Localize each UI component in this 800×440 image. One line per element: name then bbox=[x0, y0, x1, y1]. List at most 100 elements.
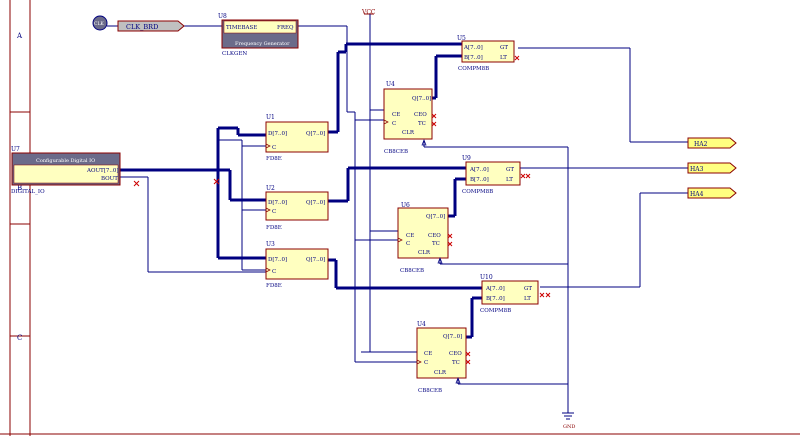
svg-text:HA2: HA2 bbox=[694, 141, 708, 148]
bus-wires bbox=[120, 42, 482, 339]
svg-text:HA3: HA3 bbox=[690, 166, 704, 173]
port-arrow-icon bbox=[687, 187, 737, 199]
register-u2[interactable]: U2 D[7..0] Q[7..0] C FD8E bbox=[265, 185, 329, 231]
svg-text:CEO: CEO bbox=[449, 351, 462, 357]
svg-text:TC: TC bbox=[418, 121, 426, 127]
svg-text:U4: U4 bbox=[417, 321, 426, 328]
zone-label-b: B bbox=[17, 184, 22, 192]
svg-text:Q[7..0]: Q[7..0] bbox=[443, 334, 462, 340]
port-arrow-icon bbox=[687, 162, 737, 174]
svg-text:FD8E: FD8E bbox=[266, 225, 282, 231]
svg-text:Q[7..0]: Q[7..0] bbox=[426, 214, 445, 220]
counter-u4-top[interactable]: U4 Q[7..0] CE C CLR CEO TC CB8CEB bbox=[383, 81, 433, 155]
svg-text:CE: CE bbox=[406, 233, 414, 239]
svg-text:C: C bbox=[392, 121, 396, 127]
u7-designator: U7 bbox=[11, 146, 20, 153]
svg-text:FD8E: FD8E bbox=[266, 156, 282, 162]
svg-text:B[7..0]: B[7..0] bbox=[464, 55, 483, 61]
svg-text:LT: LT bbox=[500, 55, 507, 61]
svg-text:GT: GT bbox=[506, 167, 514, 173]
zone-label-a: A bbox=[16, 32, 23, 40]
svg-text:COMPM8B: COMPM8B bbox=[458, 66, 489, 72]
svg-text:U1: U1 bbox=[266, 114, 275, 121]
svg-text:U4: U4 bbox=[386, 81, 395, 88]
svg-text:CLR: CLR bbox=[434, 370, 447, 376]
u8-type: CLKGEN bbox=[222, 51, 247, 57]
svg-text:CEO: CEO bbox=[414, 112, 427, 118]
u8-caption: Frequency Generator bbox=[235, 41, 290, 47]
u7-caption: Configurable Digital IO bbox=[36, 158, 95, 164]
u8-pin-timebase: TIMEBASE bbox=[226, 25, 257, 31]
comparator-u9[interactable]: U9 A[7..0] B[7..0] GT LT COMPM8B bbox=[462, 155, 521, 195]
svg-text:Q[7..0]: Q[7..0] bbox=[412, 96, 431, 102]
gnd-label: GND bbox=[563, 424, 575, 430]
comparator-u10[interactable]: U10 A[7..0] B[7..0] GT LT COMPM8B bbox=[480, 274, 539, 314]
svg-text:Q[7..0]: Q[7..0] bbox=[306, 257, 325, 263]
svg-text:CLR: CLR bbox=[402, 130, 415, 136]
net-port-ha4[interactable]: HA4 bbox=[687, 187, 737, 199]
svg-text:U2: U2 bbox=[266, 185, 275, 192]
register-u1[interactable]: U1 D[7..0] Q[7..0] C FD8E bbox=[265, 114, 329, 162]
register-u3[interactable]: U3 D[7..0] Q[7..0] C FD8E bbox=[265, 241, 329, 289]
svg-text:CB8CEB: CB8CEB bbox=[418, 388, 442, 394]
svg-text:C: C bbox=[272, 269, 276, 275]
svg-text:COMPM8B: COMPM8B bbox=[462, 189, 493, 195]
svg-text:GT: GT bbox=[524, 286, 532, 292]
clock-icon bbox=[92, 15, 108, 31]
vcc-power-port[interactable]: VCC bbox=[361, 9, 376, 16]
svg-text:C: C bbox=[272, 209, 276, 215]
svg-text:D[7..0]: D[7..0] bbox=[268, 131, 287, 137]
svg-text:COMPM8B: COMPM8B bbox=[480, 308, 511, 314]
svg-text:A[7..0]: A[7..0] bbox=[463, 45, 483, 51]
comparator-u5[interactable]: U5 A[7..0] B[7..0] GT LT COMPM8B bbox=[457, 35, 515, 72]
svg-text:HA4: HA4 bbox=[690, 191, 704, 198]
svg-text:CEO: CEO bbox=[428, 233, 441, 239]
svg-text:C: C bbox=[272, 145, 276, 151]
clk-port-label-box bbox=[117, 20, 185, 32]
svg-text:B[7..0]: B[7..0] bbox=[470, 177, 489, 183]
svg-text:FD8E: FD8E bbox=[266, 283, 282, 289]
no-connect-icon bbox=[133, 55, 551, 365]
svg-text:TC: TC bbox=[432, 241, 440, 247]
svg-text:B[7..0]: B[7..0] bbox=[486, 296, 505, 302]
svg-text:U5: U5 bbox=[457, 35, 466, 42]
u8-clkgen[interactable]: U8 TIMEBASE FREQ Frequency Generator CLK… bbox=[218, 13, 299, 57]
counter-u4-bottom[interactable]: U4 Q[7..0] CE C CLR CEO TC CB8CEB bbox=[416, 321, 467, 394]
svg-text:CB8CEB: CB8CEB bbox=[384, 149, 408, 155]
svg-text:GT: GT bbox=[500, 45, 508, 51]
u7-digital-io[interactable]: U7 Configurable Digital IO AOUT[7..0] BO… bbox=[11, 146, 121, 195]
svg-text:A[7..0]: A[7..0] bbox=[469, 167, 489, 173]
svg-text:U6: U6 bbox=[401, 202, 410, 209]
u7-pin-bout: BOUT bbox=[101, 176, 118, 182]
svg-text:CE: CE bbox=[392, 112, 400, 118]
svg-text:CE: CE bbox=[424, 351, 432, 357]
svg-text:U3: U3 bbox=[266, 241, 275, 248]
zone-label-c: C bbox=[17, 334, 22, 342]
clk-port-label: CLK_BRD bbox=[126, 23, 158, 31]
svg-text:LT: LT bbox=[524, 296, 531, 302]
svg-text:C: C bbox=[406, 241, 410, 247]
u8-designator: U8 bbox=[218, 13, 227, 20]
net-port-ha2[interactable]: HA2 bbox=[687, 137, 737, 149]
svg-text:CB8CEB: CB8CEB bbox=[400, 268, 424, 274]
svg-text:U10: U10 bbox=[480, 274, 493, 281]
svg-text:LT: LT bbox=[506, 177, 513, 183]
svg-text:TC: TC bbox=[452, 360, 460, 366]
svg-text:CLR: CLR bbox=[418, 250, 431, 256]
clk-source[interactable]: CLK CLK_BRD bbox=[92, 15, 185, 32]
svg-text:Q[7..0]: Q[7..0] bbox=[306, 131, 325, 137]
signal-wires bbox=[120, 14, 688, 413]
u7-type: DIGITAL_IO bbox=[11, 189, 45, 195]
net-port-ha3[interactable]: HA3 bbox=[687, 162, 737, 174]
svg-text:C: C bbox=[424, 360, 428, 366]
counter-u6[interactable]: U6 Q[7..0] CE C CLR CEO TC CB8CEB bbox=[397, 202, 449, 274]
port-arrow-icon bbox=[687, 137, 737, 149]
svg-text:A[7..0]: A[7..0] bbox=[485, 286, 505, 292]
svg-text:U9: U9 bbox=[462, 155, 471, 162]
clk-symbol-text: CLK bbox=[94, 21, 104, 27]
svg-text:D[7..0]: D[7..0] bbox=[268, 200, 287, 206]
svg-text:Q[7..0]: Q[7..0] bbox=[306, 200, 325, 206]
u8-pin-freq: FREQ bbox=[277, 25, 294, 31]
vcc-label: VCC bbox=[361, 9, 376, 16]
